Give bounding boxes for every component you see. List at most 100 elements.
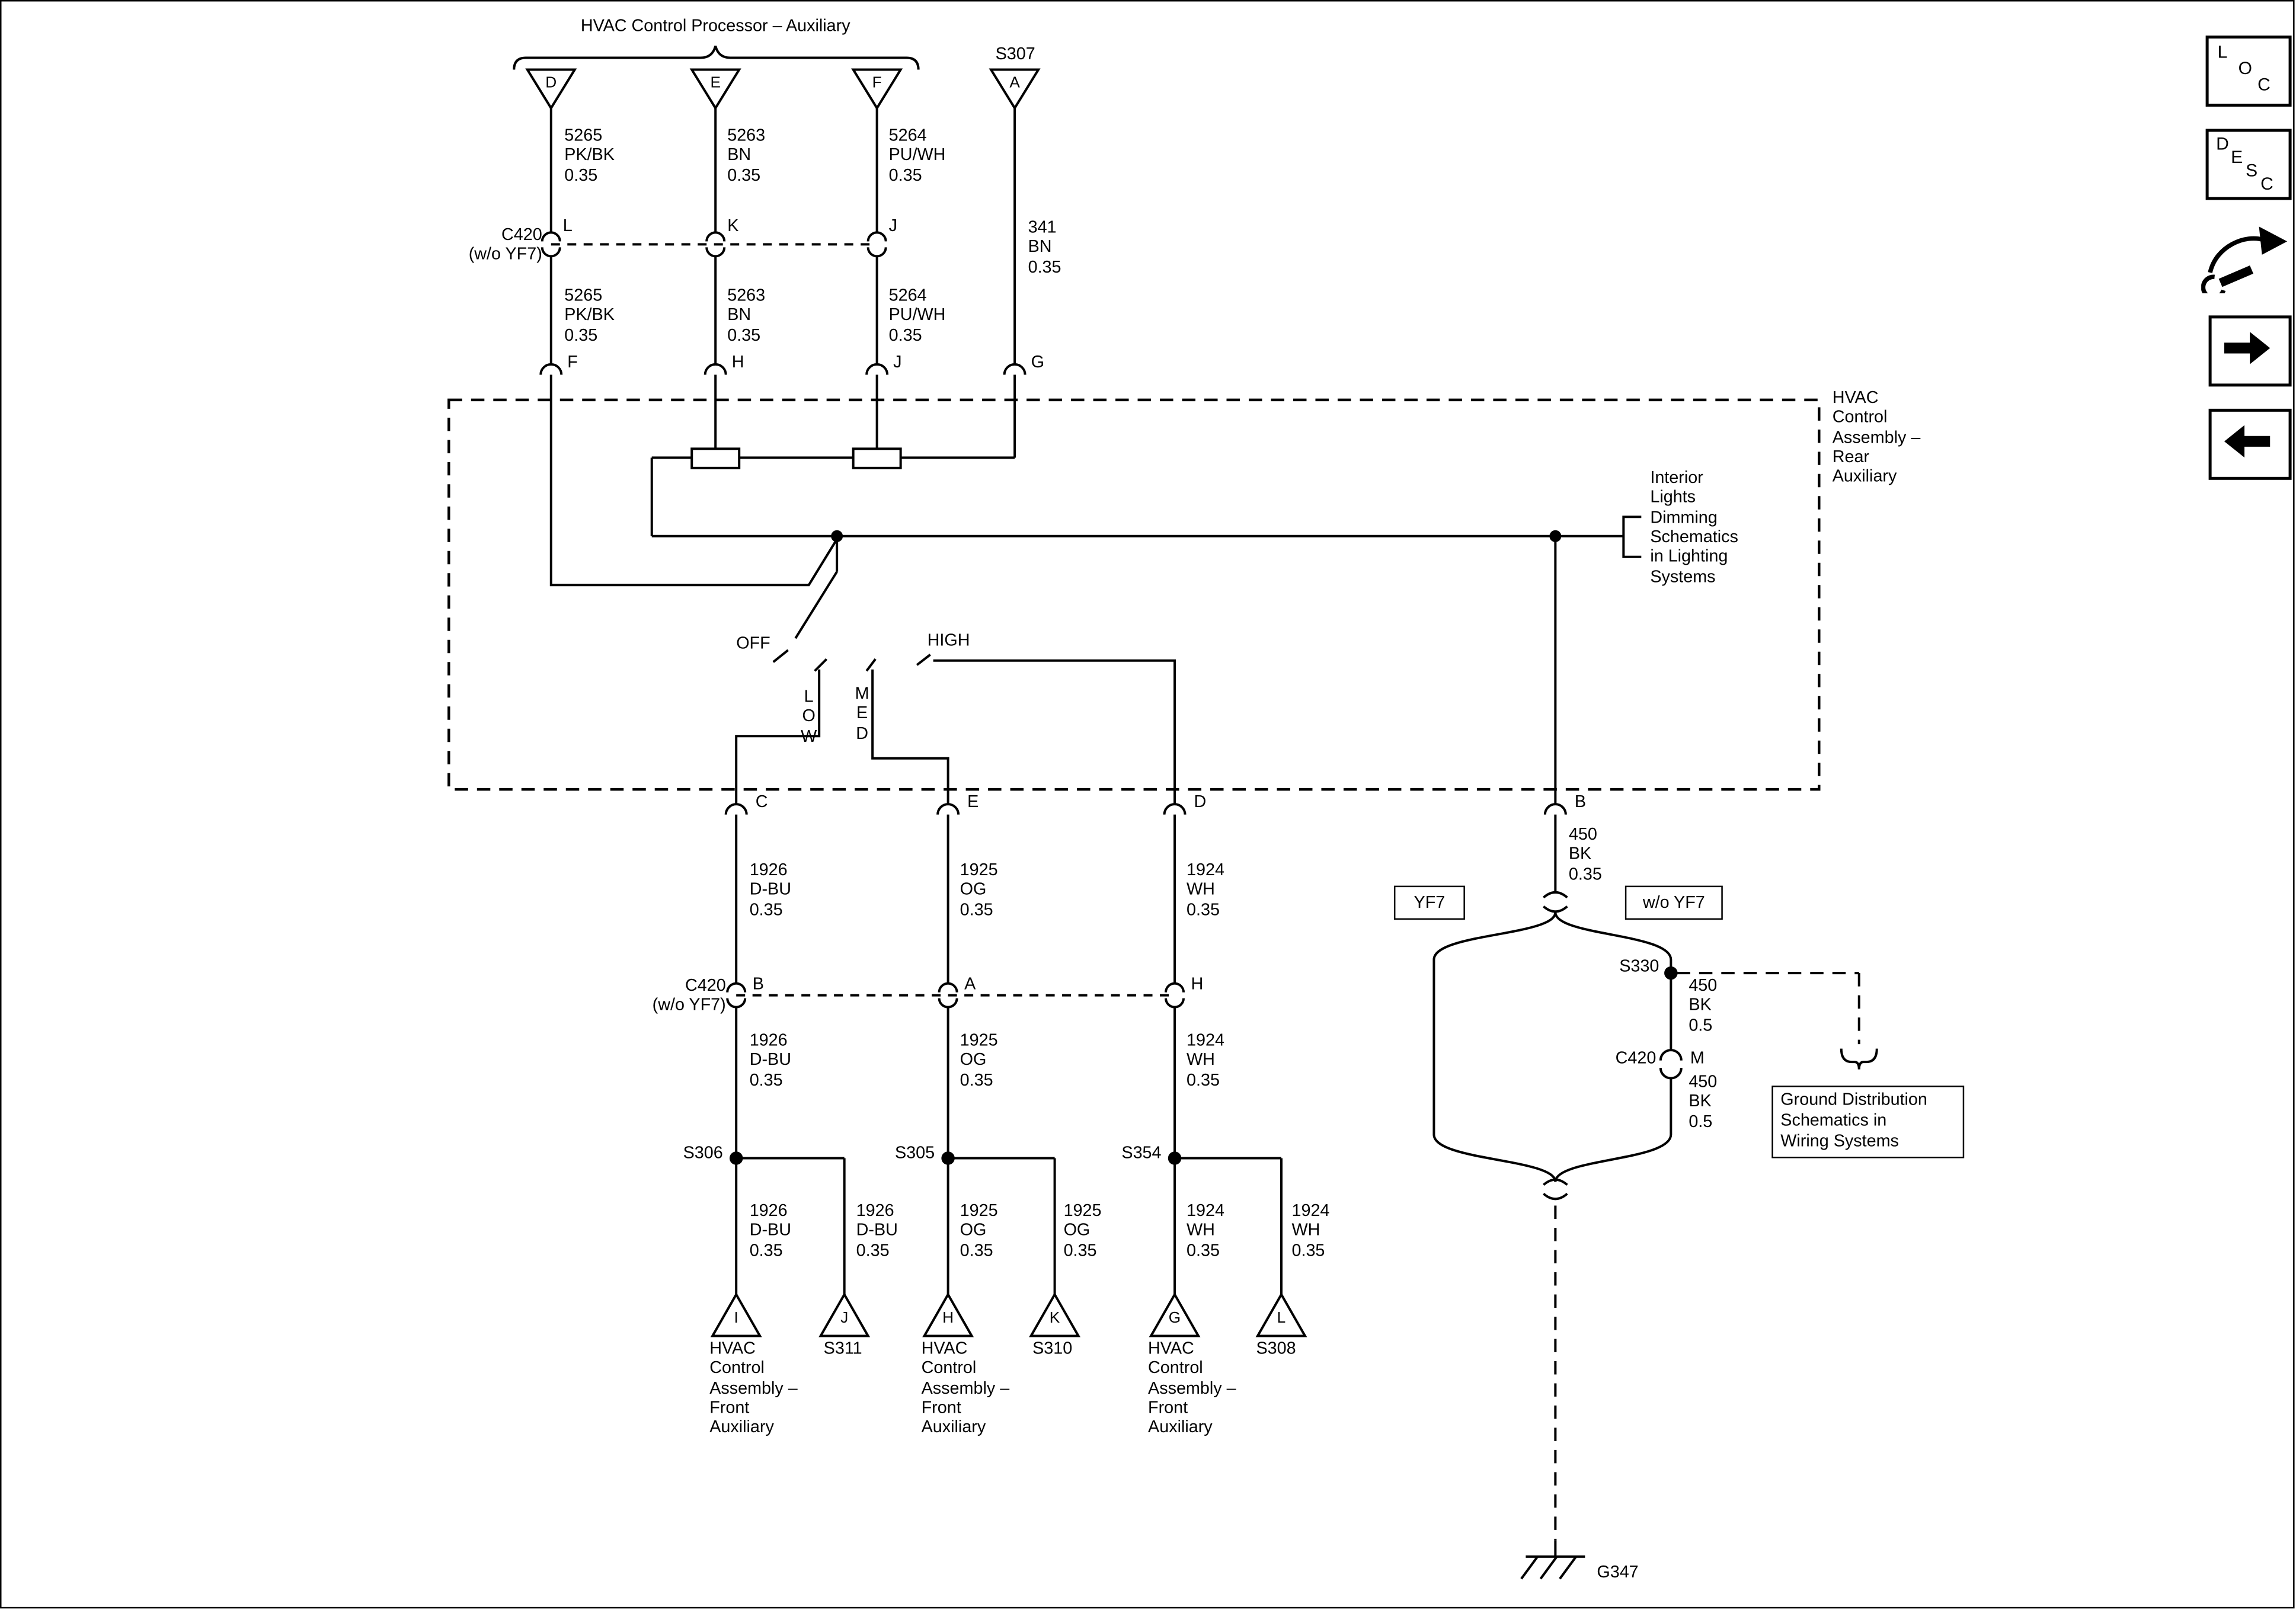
arrow-left-icon (2224, 425, 2271, 458)
splice-s310-label: S310 (1032, 1340, 1073, 1358)
out-pin-b: B (1574, 793, 1587, 812)
internal-bus (549, 375, 1562, 805)
triangle-pin-a (989, 68, 1041, 111)
pin-letter-g2: G (1168, 1309, 1181, 1327)
resistor-1 (690, 447, 741, 469)
wire-label-5264-upper: 5264 PU/WH 0.35 (888, 127, 946, 185)
interior-lights-tap (1555, 516, 1642, 558)
arrow-right-icon (2224, 332, 2271, 364)
c420-row2-pin-b: B (752, 976, 764, 994)
rear-assembly-output-pin-arcs (724, 803, 1567, 815)
rear-assembly-box (447, 398, 1821, 791)
wire-label-1924-a: 1924 WH 0.35 (1187, 1202, 1224, 1260)
triangle-pin-i (710, 1292, 762, 1337)
wire-label-1925-b: 1925 OG 0.35 (1063, 1202, 1102, 1260)
ground-symbol-g347 (1520, 1540, 1585, 1580)
pin-letter-j2: J (840, 1309, 849, 1327)
wire-label-1925-mid: 1925 OG 0.35 (960, 1032, 998, 1090)
desc-letter-e: E (2231, 146, 2243, 168)
desc-letter-c: C (2260, 173, 2273, 194)
c420-row1-pin-j: J (888, 217, 898, 236)
splice-s330-label: S330 (1619, 958, 1659, 977)
rear-pin-j: J (893, 354, 902, 372)
c420-row2-label: C420 (w/o YF7) (652, 977, 726, 1015)
wire-label-1926-upper: 1926 D-BU 0.35 (749, 862, 791, 920)
output-wires (735, 814, 1557, 984)
triangle-pin-j2 (818, 1292, 871, 1337)
c420-m-label: C420 (1615, 1050, 1657, 1068)
splice-s330-dot (1664, 966, 1678, 980)
loc-letter-o: O (2238, 57, 2252, 79)
splice-network (729, 1151, 1283, 1295)
c420-pin-m-arcs (1659, 1049, 1683, 1080)
wire-label-5265-lower: 5265 PK/BK 0.35 (564, 287, 615, 345)
s330-dashed-branch (1677, 972, 1860, 1045)
previous-page-button[interactable] (2208, 408, 2292, 480)
switch-low-label: L O W (801, 689, 817, 746)
front-assembly-label-2: HVAC Control Assembly – Front Auxiliary (921, 1340, 1010, 1438)
pin-letter-h2: H (942, 1309, 954, 1327)
splice-s307-label: S307 (995, 46, 1035, 64)
pin-letter-k: K (1049, 1309, 1060, 1327)
contact-high (916, 654, 931, 666)
out-pin-d: D (1194, 793, 1207, 812)
triangle-pin-e (689, 68, 741, 111)
out-pin-c: C (755, 793, 768, 812)
c420-row1-pin-l: L (562, 217, 573, 236)
loc-letter-l: L (2217, 41, 2228, 62)
switch-wiper (794, 571, 838, 639)
wire-label-1926-a: 1926 D-BU 0.35 (749, 1202, 791, 1260)
switch-med-label: M E D (855, 686, 869, 743)
c420-row2-pin-a: A (964, 976, 976, 994)
yf7-branch (1432, 912, 1557, 1182)
rear-pin-f: F (567, 354, 578, 372)
triangle-pin-g2 (1149, 1292, 1201, 1337)
switch-high-label: HIGH (927, 632, 970, 651)
wire-label-1924-mid: 1924 WH 0.35 (1187, 1032, 1224, 1090)
splice-s311-label: S311 (823, 1340, 862, 1358)
bottom-connector-triangles (710, 1292, 1307, 1337)
desc-letter-s: S (2246, 159, 2258, 181)
wire-label-5263-lower: 5263 BN 0.35 (727, 287, 766, 345)
rear-pin-g: G (1031, 354, 1044, 372)
c420-row2-pin-h: H (1191, 976, 1204, 994)
rear-assembly-label: HVAC Control Assembly – Rear Auxiliary (1832, 389, 1921, 486)
triangle-pin-k (1029, 1292, 1081, 1337)
rear-pin-h: H (731, 354, 744, 372)
contact-med (865, 658, 877, 672)
wo-yf7-branch-upper (1554, 912, 1673, 968)
wiring-tool-button[interactable] (2201, 216, 2293, 300)
pin-letter-l2: L (1277, 1309, 1286, 1327)
wire-label-1926-mid: 1926 D-BU 0.35 (749, 1032, 791, 1090)
wire-label-1925-a: 1925 OG 0.35 (960, 1202, 998, 1260)
splice-s354-label: S354 (1121, 1145, 1162, 1163)
ground-distribution-box: Ground Distribution Schematics in Wiring… (1771, 1086, 1965, 1159)
contact-low (814, 658, 828, 672)
loc-button[interactable]: L O C (2205, 35, 2292, 107)
break-symbol-top (1543, 891, 1568, 913)
pin-letter-a: A (1009, 73, 1020, 92)
blower-resistor-circuit (650, 375, 1016, 536)
triangle-pin-d (525, 68, 577, 111)
wire-label-1924-b: 1924 WH 0.35 (1291, 1202, 1330, 1260)
junction-dot (831, 530, 843, 542)
switch-off-label: OFF (736, 635, 770, 654)
desc-button[interactable]: D E S C (2205, 129, 2292, 200)
break-symbol-bottom (1543, 1178, 1568, 1201)
interior-lights-note: Interior Lights Dimming Schematics in Li… (1650, 469, 1738, 586)
splice-s306-label: S306 (683, 1145, 723, 1163)
wire-label-1924-upper: 1924 WH 0.35 (1187, 862, 1224, 920)
ground-g347-label: G347 (1597, 1564, 1639, 1582)
wire-label-1925-upper: 1925 OG 0.35 (960, 862, 998, 920)
ground-dist-brace (1840, 1048, 1878, 1070)
next-page-button[interactable] (2208, 315, 2292, 387)
variant-wo-yf7-box: w/o YF7 (1625, 885, 1723, 920)
rear-assembly-pin-arcs (539, 363, 1027, 375)
wire-label-5263-upper: 5263 BN 0.35 (727, 127, 766, 185)
out-pin-e: E (967, 793, 979, 812)
resistor-2 (852, 447, 902, 469)
c420-inline-connector-row2 (726, 982, 1185, 1158)
wire-label-1926-b: 1926 D-BU 0.35 (856, 1202, 898, 1260)
